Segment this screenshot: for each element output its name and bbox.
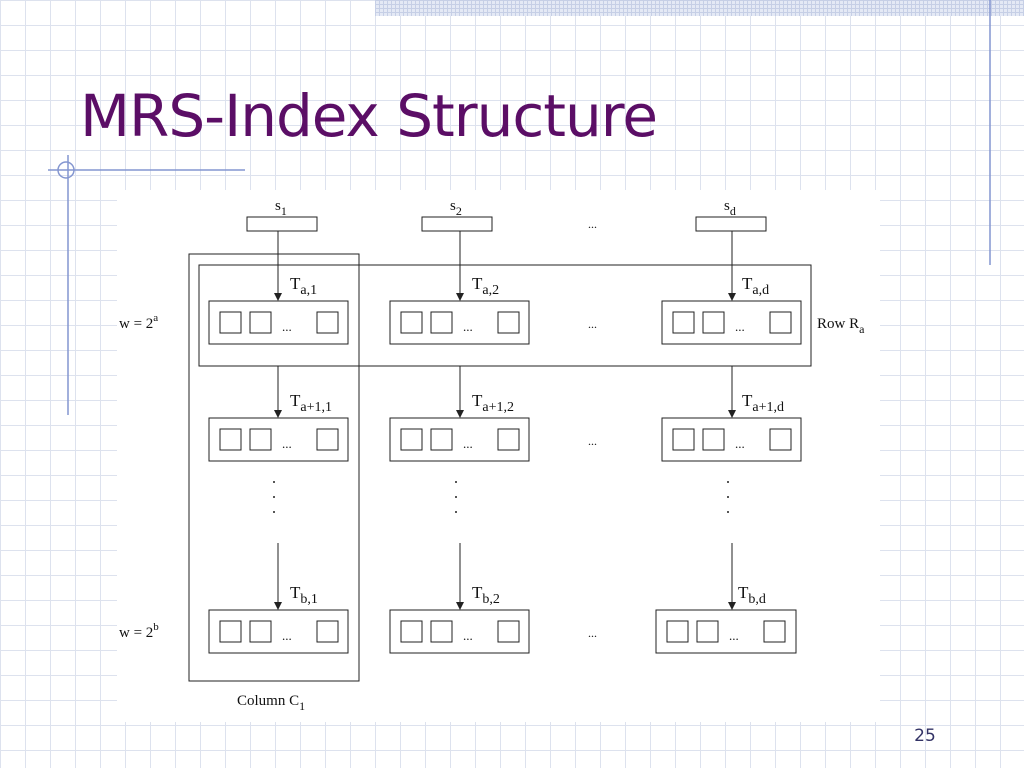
bin-r3-c2-3	[497, 620, 520, 643]
arrow-series-1-head	[274, 293, 282, 301]
width-label-1: w = 2a	[119, 312, 158, 332]
diagram-canvas: s1 s2 sd... Ta,1 Ta,2 Ta,dTa+1,1 Ta+1,2 Ta+1,dT…	[119, 198, 865, 713]
bin-r2-c3-3	[769, 428, 792, 451]
row-ellipsis-2: ...	[588, 434, 597, 448]
bin-r1-c2-3	[497, 311, 520, 334]
vdot-c1-1	[273, 481, 275, 483]
row-ellipsis-1: ...	[588, 317, 597, 331]
bin-r1-c1-2	[249, 311, 272, 334]
bin-r2-c2-3	[497, 428, 520, 451]
bin-r2-c1-3	[316, 428, 339, 451]
vdot-c2-3	[455, 511, 457, 513]
bin-r1-c2-2	[430, 311, 453, 334]
table-label-r1-c2: Ta,2	[472, 274, 499, 298]
row-ellipsis-3: ...	[588, 626, 597, 640]
arrow-bottom-3-head	[728, 602, 736, 610]
bin-r2-c2-1	[400, 428, 423, 451]
vdot-c1-2	[273, 496, 275, 498]
bin-r1-c3-1	[672, 311, 695, 334]
series-box-1	[246, 216, 318, 232]
table-label-r2-c1: Ta+1,1	[290, 391, 332, 415]
bin-ellipsis-r1-c1: ...	[282, 319, 292, 334]
row-label: Row Ra	[817, 316, 865, 336]
table-label-r2-c2: Ta+1,2	[472, 391, 514, 415]
vdot-c2-2	[455, 496, 457, 498]
vdot-c3-1	[727, 481, 729, 483]
bin-r3-c3-3	[763, 620, 786, 643]
series-box-2	[421, 216, 493, 232]
bin-r1-c2-1	[400, 311, 423, 334]
bin-r1-c1-3	[316, 311, 339, 334]
bin-r2-c1-1	[219, 428, 242, 451]
arrow-next-2-head	[456, 410, 464, 418]
bin-ellipsis-r2-c2: ...	[463, 436, 473, 451]
table-box-r3-c2	[389, 609, 530, 654]
table-label-r3-c2: Tb,2	[472, 583, 500, 607]
arrow-next-3-head	[728, 410, 736, 418]
table-box-r2-c2	[389, 417, 530, 462]
bin-r1-c1-1	[219, 311, 242, 334]
row-ra-outline	[198, 264, 812, 367]
arrow-bottom-1-head	[274, 602, 282, 610]
bin-r3-c1-3	[316, 620, 339, 643]
vdot-c3-3	[727, 511, 729, 513]
bin-ellipsis-r3-c2: ...	[463, 628, 473, 643]
table-label-r2-c3: Ta+1,d	[742, 391, 784, 415]
vdot-c3-2	[727, 496, 729, 498]
bin-ellipsis-r3-c1: ...	[282, 628, 292, 643]
bin-ellipsis-r2-c3: ...	[735, 436, 745, 451]
bin-r2-c3-1	[672, 428, 695, 451]
column-c1-outline	[188, 253, 360, 682]
bin-r3-c2-1	[400, 620, 423, 643]
table-box-r1-c2	[389, 300, 530, 345]
bin-r3-c3-2	[696, 620, 719, 643]
table-label-r3-c1: Tb,1	[290, 583, 318, 607]
series-ellipsis: ...	[588, 217, 597, 231]
vdot-c1-3	[273, 511, 275, 513]
table-box-r3-c3	[655, 609, 797, 654]
bin-r2-c3-2	[702, 428, 725, 451]
page-number: 25	[914, 726, 936, 746]
bin-r3-c1-1	[219, 620, 242, 643]
table-box-r2-c1	[208, 417, 349, 462]
bin-ellipsis-r2-c1: ...	[282, 436, 292, 451]
table-box-r1-c3	[661, 300, 802, 345]
bin-ellipsis-r1-c3: ...	[735, 319, 745, 334]
bin-ellipsis-r1-c2: ...	[463, 319, 473, 334]
bin-r2-c1-2	[249, 428, 272, 451]
series-box-3	[695, 216, 767, 232]
corner-circle	[57, 161, 75, 179]
series-label-1: s1	[275, 198, 287, 218]
series-label-2: s2	[450, 198, 462, 218]
arrow-series-3-head	[728, 293, 736, 301]
table-box-r2-c3	[661, 417, 802, 462]
table-label-r3-c3: Tb,d	[738, 583, 766, 607]
bin-r1-c3-3	[769, 311, 792, 334]
bin-r3-c3-1	[666, 620, 689, 643]
table-label-r1-c1: Ta,1	[290, 274, 317, 298]
table-box-r3-c1	[208, 609, 349, 654]
arrow-series-2-head	[456, 293, 464, 301]
table-label-r1-c3: Ta,d	[742, 274, 769, 298]
bin-ellipsis-r3-c3: ...	[729, 628, 739, 643]
arrow-bottom-2-head	[456, 602, 464, 610]
vdot-c2-1	[455, 481, 457, 483]
bin-r3-c2-2	[430, 620, 453, 643]
bin-r3-c1-2	[249, 620, 272, 643]
series-label-3: sd	[724, 198, 736, 218]
bin-r1-c3-2	[702, 311, 725, 334]
column-label: Column C1	[237, 693, 305, 713]
arrow-next-1-head	[274, 410, 282, 418]
slide-title: MRS-Index Structure	[80, 82, 658, 150]
top-decorative-band	[375, 0, 1024, 16]
bin-r2-c2-2	[430, 428, 453, 451]
table-box-r1-c1	[208, 300, 349, 345]
width-label-3: w = 2b	[119, 621, 159, 641]
